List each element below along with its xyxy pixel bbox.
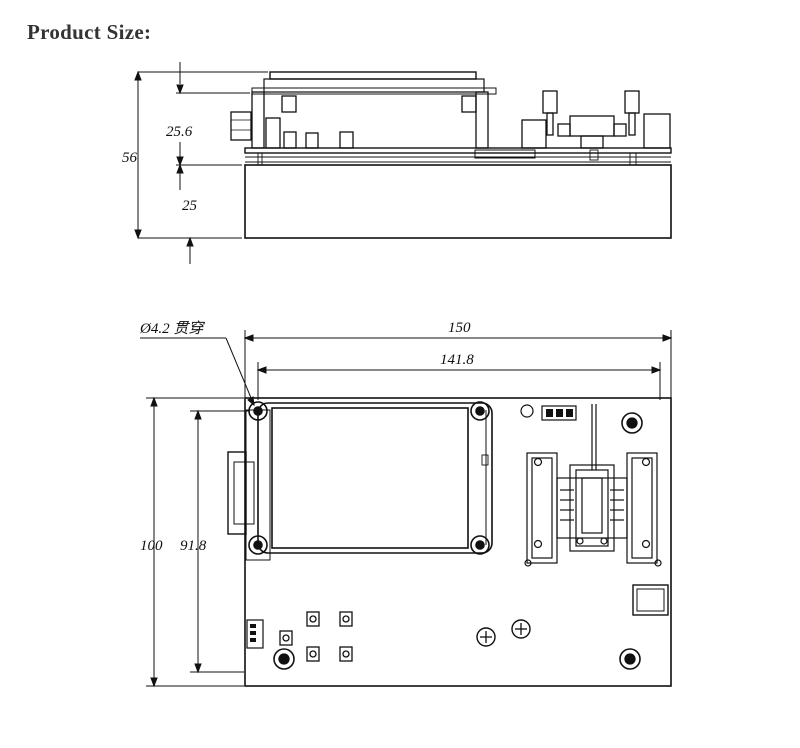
top-trim-2 [511, 619, 531, 639]
page-heading: Product Size: [27, 20, 152, 44]
side-view [134, 62, 672, 264]
dim-side-height-total [134, 70, 268, 240]
top-square-component [632, 584, 669, 616]
side-pcb-board [244, 147, 672, 154]
top-board-outline [244, 397, 672, 687]
top-lcd-frame [257, 402, 493, 554]
dim-side-height-upper [176, 62, 250, 167]
top-buttons [279, 611, 353, 662]
side-connector [230, 111, 252, 141]
top-knob-top-right [621, 412, 643, 434]
label-side-height-lower: 25 [182, 198, 198, 214]
top-lcd-screen [271, 407, 469, 549]
dim-top-height-holes [190, 409, 250, 674]
top-knob-right [619, 648, 641, 670]
side-base-block [244, 164, 672, 239]
top-db-connector [227, 451, 247, 535]
label-top-height-total: 100 [140, 538, 163, 554]
dim-top-width-total [243, 330, 673, 398]
top-pin-header [246, 619, 264, 649]
dim-top-height-total [146, 396, 244, 688]
side-standoff-right [475, 91, 489, 149]
label-top-width-total: 150 [448, 320, 471, 336]
top-view [140, 330, 673, 688]
label-top-width-holes: 141.8 [440, 352, 474, 368]
label-hole-diameter: Ø4.2 贯穿 [139, 320, 205, 337]
dim-hole-leader [140, 337, 255, 407]
dim-top-width-holes [256, 362, 662, 400]
side-lcd-module [269, 71, 477, 80]
label-side-height-total: 56 [122, 150, 138, 166]
top-knob-left [273, 648, 295, 670]
dim-side-height-lower [176, 163, 194, 264]
label-top-height-holes: 91.8 [180, 538, 207, 554]
side-standoff-left [251, 91, 265, 149]
top-trim-1 [476, 627, 496, 647]
label-side-height-upper: 25.6 [166, 124, 193, 140]
lcd-mount-holes [248, 401, 490, 555]
top-laser-mount [524, 404, 662, 567]
